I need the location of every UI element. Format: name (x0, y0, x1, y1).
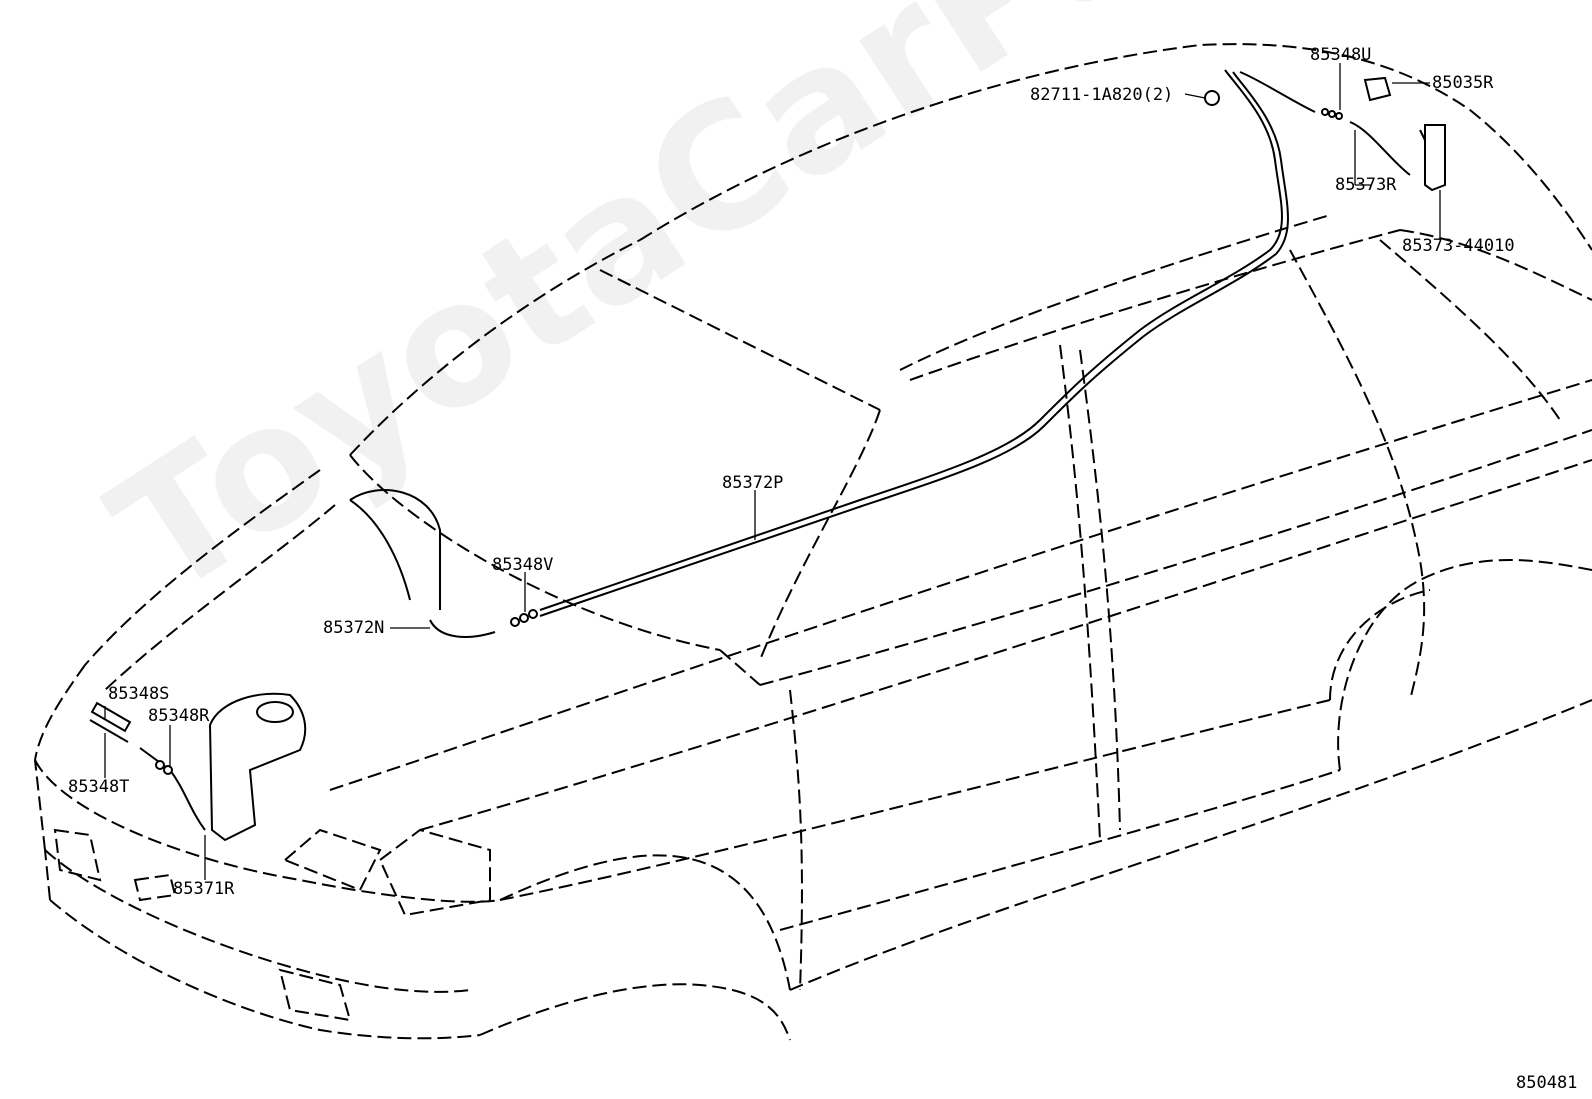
callout-85348R: 85348R (148, 706, 210, 726)
callout-85348U: 85348U (1310, 45, 1372, 65)
callout-85372N: 85372N (323, 618, 385, 638)
nozzle-85035R (1363, 76, 1392, 102)
callout-85373R: 85373R (1335, 175, 1397, 195)
callout-85348T: 85348T (68, 777, 130, 797)
diagram-id: 850481 (1516, 1073, 1578, 1093)
leader-lines (104, 63, 1441, 880)
reservoir-tank (208, 692, 307, 842)
body-phantom-lines (34, 43, 1592, 1041)
reservoir-cap (256, 701, 294, 723)
callout-85348V: 85348V (492, 555, 554, 575)
callout-85372P: 85372P (722, 473, 784, 493)
callout-82711-1A820: 82711-1A820(2) (1030, 85, 1174, 105)
callout-85348S: 85348S (108, 684, 170, 704)
callout-85371R: 85371R (173, 879, 235, 899)
washer-components (90, 76, 1446, 842)
washer-hose-routing (89, 69, 1441, 831)
clip-82711 (1204, 90, 1220, 106)
callout-85373-44010: 85373-44010 (1402, 236, 1515, 256)
check-valve (1424, 124, 1446, 192)
callout-85035R: 85035R (1432, 73, 1494, 93)
